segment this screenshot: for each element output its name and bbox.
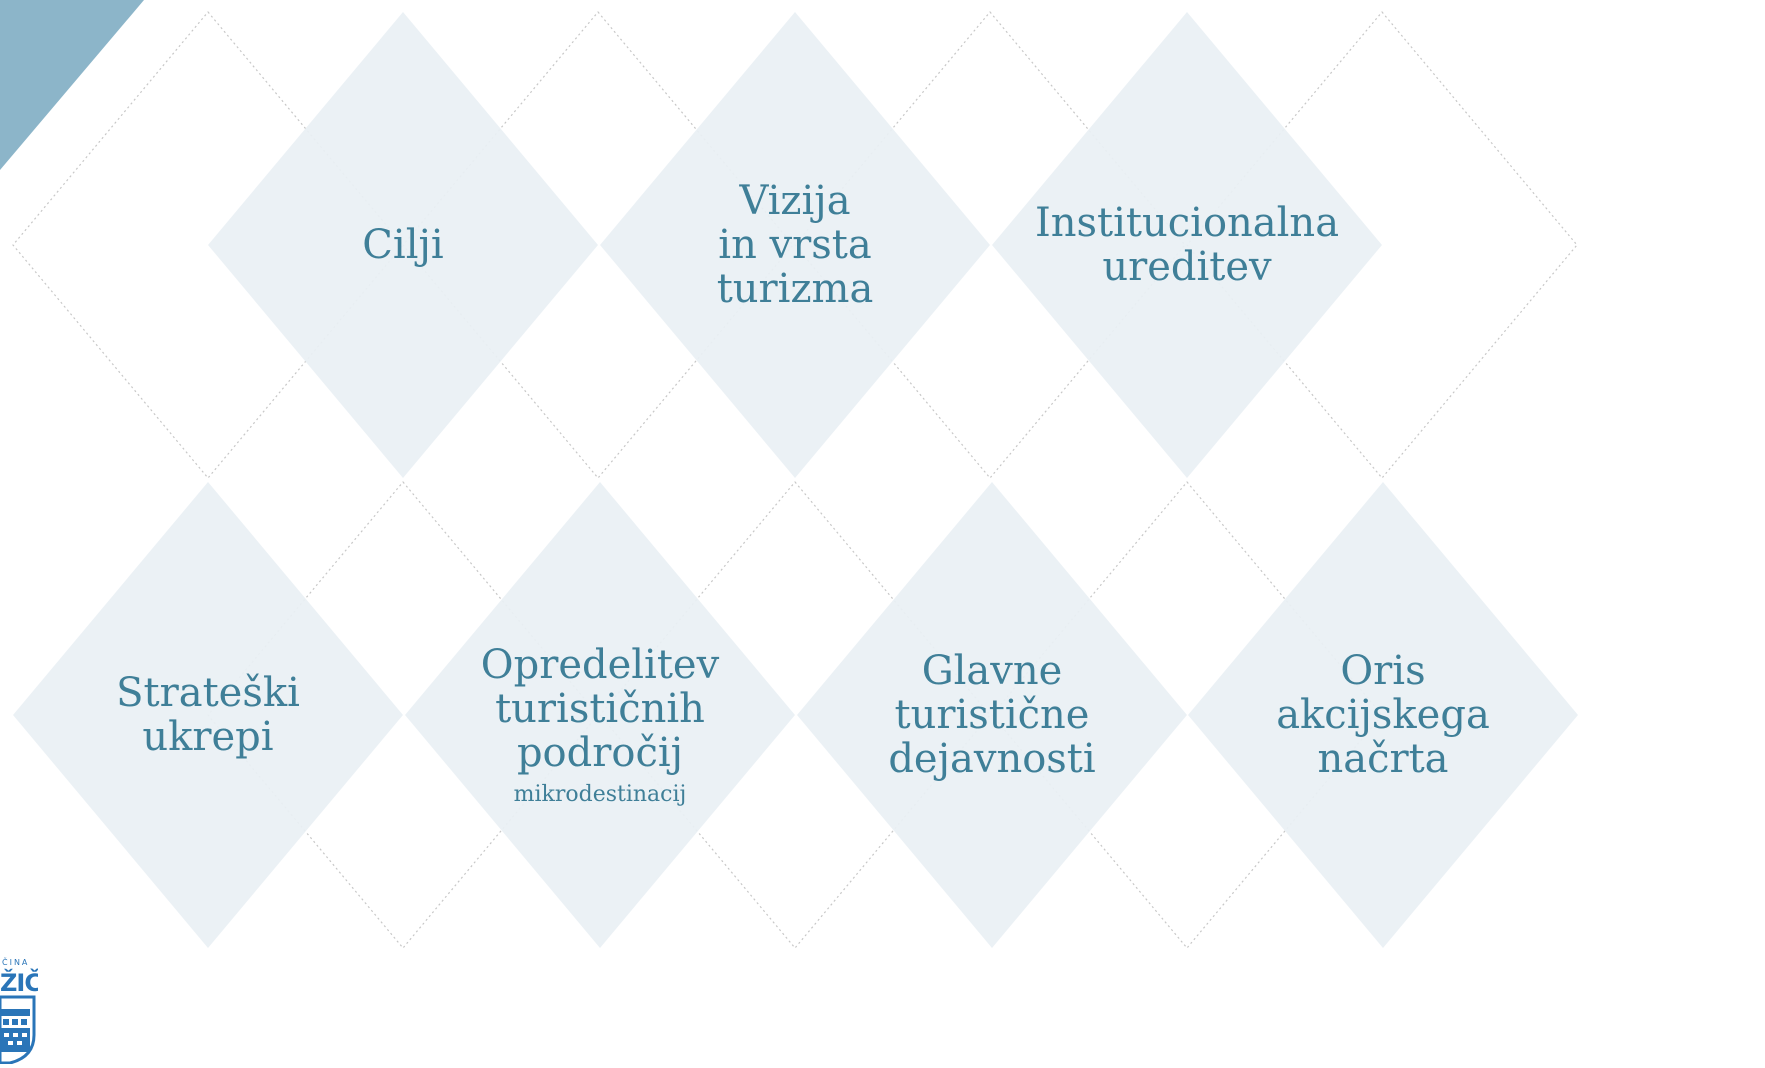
section-label-line: Glavne [921, 648, 1063, 694]
section-label-line: dejavnosti [888, 736, 1096, 782]
filled-diamond [208, 12, 598, 478]
crest-name: ŽIČ [0, 969, 38, 997]
filled-diamond [797, 482, 1187, 948]
section-label-line: Strateški [116, 670, 300, 716]
filled-diamond [992, 12, 1382, 478]
section-label-subtitle: mikrodestinacij [513, 781, 687, 807]
crest-caption: ČINA [2, 958, 30, 967]
section-label-line: turističnih [495, 685, 705, 732]
filled-diamond [405, 482, 795, 948]
section-label-line: in vrsta [718, 222, 872, 268]
filled-diamond [1188, 482, 1578, 948]
section-label-line: Oris [1340, 648, 1426, 694]
filled-diamonds [13, 12, 1578, 948]
corner-accent-triangle [0, 0, 144, 170]
section-label-line: akcijskega [1276, 692, 1490, 738]
section-label-line: Vizija [739, 178, 851, 224]
section-label-line: Cilji [362, 222, 444, 268]
filled-diamond [600, 12, 990, 478]
section-label-line: področij [516, 729, 684, 776]
section-label-top_row-0: Cilji [362, 223, 443, 267]
section-label-line: ureditev [1102, 244, 1272, 290]
filled-diamond [13, 482, 403, 948]
crest-shield-icon [0, 995, 36, 1064]
section-label-line: turistične [894, 692, 1090, 738]
section-label-line: načrta [1317, 736, 1449, 782]
section-label-line: ukrepi [142, 714, 274, 760]
section-label-line: Institucionalna [1034, 200, 1340, 246]
municipality-crest-logo: ČINA ŽIČ [0, 955, 38, 1064]
section-label-line: Opredelitev [480, 641, 720, 688]
section-label-line: turizma [716, 266, 874, 312]
